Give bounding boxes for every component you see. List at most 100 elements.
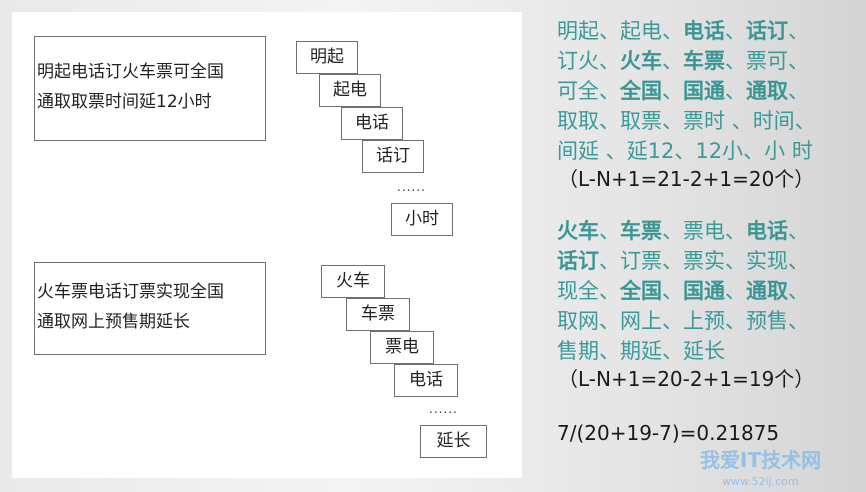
bigram-text: 期延 [620, 339, 662, 363]
similarity-result: 7/(20+19-7)=0.21875 [557, 421, 780, 445]
bigram-text: 票电 [683, 219, 725, 243]
bigram-box: 起电 [319, 74, 381, 107]
bigram-text: 、 [599, 249, 620, 273]
bigram-line: 明起、起电、电话、话订、 [557, 16, 816, 46]
bigram-text: 、 [788, 79, 809, 103]
shared-bigram: 国通 [683, 279, 725, 303]
bigram-text: 12小 [695, 139, 744, 163]
bigram-text: 实现 [746, 249, 788, 273]
sentence-line: 明起电话订火车票可全国 [37, 62, 224, 82]
bigram-line: 火车、车票、票电、电话、 [557, 216, 809, 246]
bigram-text: 小 时 [764, 139, 813, 163]
bigram-text: 、 [725, 279, 746, 303]
bigram-box: 电话 [394, 364, 458, 397]
bigram-text: 、 [662, 339, 683, 363]
bigram-text: 、 [599, 309, 620, 333]
bigram-text: 、 [662, 219, 683, 243]
bigram-text: 上预 [683, 309, 725, 333]
bigram-box: 小时 [391, 203, 453, 236]
bigram-text: 、 [662, 279, 683, 303]
watermark-url: www.52ij.com [722, 475, 799, 488]
bigram-text: 订票 [620, 249, 662, 273]
bigram-text: 、 [788, 19, 809, 43]
sentence-box-1: 明起电话订火车票可全国 通取取票时间延12小时 [34, 36, 266, 141]
shared-bigram: 火车 [620, 49, 662, 73]
bigram-text: 、 [599, 79, 620, 103]
bigram-text: 、 [662, 19, 683, 43]
bigram-box: 电话 [341, 107, 403, 140]
sentence-line: 火车票电话订票实现全国 [37, 282, 224, 302]
shared-bigram: 全国 [620, 279, 662, 303]
sentence-box-2: 火车票电话订票实现全国 通取网上预售期延长 [34, 262, 266, 355]
bigram-text: 、 [743, 139, 765, 163]
bigram-text: 、 [662, 249, 683, 273]
bigram-box: 票电 [370, 331, 434, 364]
bigram-text: 订火 [557, 49, 599, 73]
shared-bigram: 话订 [557, 249, 599, 273]
bigram-text: 取网 [557, 309, 599, 333]
bigram-box: 话订 [362, 140, 424, 173]
bigram-line: 可全、全国、国通、通取、 [557, 76, 816, 106]
shared-bigram: 全国 [620, 79, 662, 103]
bigram-line: 话订、订票、票实、实现、 [557, 246, 809, 276]
bigram-text: 、 [788, 309, 809, 333]
bigram-list-2: 火车、车票、票电、电话、话订、订票、票实、实现、现全、全国、国通、通取、取网、网… [557, 216, 809, 366]
bigram-text: 、 [725, 249, 746, 273]
bigram-text: 、 [662, 49, 683, 73]
bigram-box: 明起 [296, 41, 358, 74]
bigram-text: 、 [662, 79, 683, 103]
bigram-box: 车票 [346, 298, 410, 331]
bigram-text: 票实 [683, 249, 725, 273]
sentence-line: 通取取票时间延12小时 [37, 92, 212, 112]
bigram-text: 、 [662, 109, 683, 133]
bigram-text: 可全 [557, 79, 599, 103]
bigram-text: 、 [599, 19, 620, 43]
bigram-text: 、 [725, 309, 746, 333]
bigram-text: 预售 [746, 309, 788, 333]
bigram-text: 、 [788, 219, 809, 243]
shared-bigram: 通取 [746, 279, 788, 303]
shared-bigram: 车票 [683, 49, 725, 73]
bigram-text: 、 [725, 109, 753, 133]
bigram-line: 订火、火车、车票、票可、 [557, 46, 816, 76]
bigram-box: 延长 [420, 425, 487, 458]
ellipsis: ...... [429, 402, 458, 416]
shared-bigram: 火车 [557, 219, 599, 243]
count-formula-2: （L-N+1=20-2+1=19个） [558, 367, 815, 391]
bigram-text: 、 [599, 49, 620, 73]
bigram-line: 售期、期延、延长 [557, 336, 809, 366]
bigram-line: 现全、全国、国通、通取、 [557, 276, 809, 306]
bigram-text: 、 [788, 249, 809, 273]
bigram-text: 、 [599, 139, 627, 163]
bigram-line: 间延 、延12、12小、小 时 [557, 136, 816, 166]
count-formula-1: （L-N+1=21-2+1=20个） [558, 167, 815, 191]
bigram-text: 、 [725, 49, 746, 73]
bigram-text: 网上 [620, 309, 662, 333]
bigram-text: 现全 [557, 279, 599, 303]
bigram-text: 、 [599, 279, 620, 303]
shared-bigram: 国通 [683, 79, 725, 103]
bigram-text: 、 [599, 219, 620, 243]
bigram-text: 售期 [557, 339, 599, 363]
bigram-text: 、 [794, 109, 816, 133]
bigram-line: 取网、网上、上预、预售、 [557, 306, 809, 336]
bigram-text: 、 [674, 139, 696, 163]
bigram-list-1: 明起、起电、电话、话订、订火、火车、车票、票可、可全、全国、国通、通取、取取、取… [557, 16, 816, 166]
sentence-line: 通取网上预售期延长 [37, 312, 190, 332]
shared-bigram: 话订 [746, 19, 788, 43]
ellipsis: ...... [397, 180, 426, 194]
bigram-text: 、 [662, 309, 683, 333]
bigram-text: 时间 [752, 109, 795, 133]
shared-bigram: 通取 [746, 79, 788, 103]
bigram-text: 间延 [557, 139, 599, 163]
bigram-text: 、 [788, 279, 809, 303]
bigram-text: 、 [725, 19, 746, 43]
bigram-line: 取取、取票、票时 、时间、 [557, 106, 816, 136]
bigram-text: 、 [725, 79, 746, 103]
bigram-text: 、 [788, 49, 809, 73]
bigram-text: 、 [725, 219, 746, 243]
bigram-text: 取取 [557, 109, 599, 133]
bigram-text: 起电 [620, 19, 662, 43]
bigram-text: 明起 [557, 19, 599, 43]
bigram-text: 票可 [746, 49, 788, 73]
